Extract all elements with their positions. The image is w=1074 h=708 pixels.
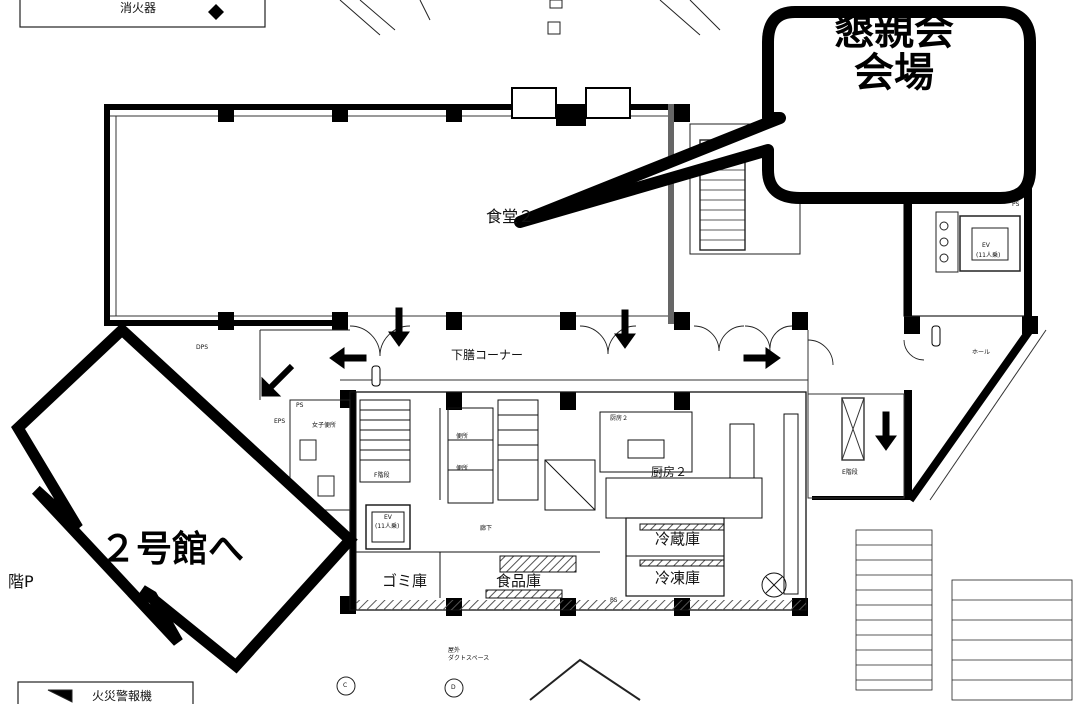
garbage-room-label: ゴミ庫 <box>382 572 428 590</box>
hall-label: ホール <box>972 349 991 356</box>
diamond-marker-icon <box>208 4 224 20</box>
corridor-lines <box>340 330 905 499</box>
toilet-a-label: 便所 <box>456 433 469 440</box>
down-arrow-icon <box>388 307 410 347</box>
elevator-label: EV <box>982 242 990 249</box>
ps-right-label: PS <box>1012 201 1020 208</box>
duct-label: 屋外 <box>448 647 461 654</box>
freezer-label: 冷凍庫 <box>655 569 701 587</box>
callout-line-2: 会場 <box>854 50 934 96</box>
corridor-label: 廊下 <box>480 525 493 532</box>
duct-space-label: ダクトスペース <box>448 655 490 662</box>
food-storage-label: 食品庫 <box>496 572 542 590</box>
dining-hall-walls <box>104 87 684 326</box>
kitchen-small-label: 厨房２ <box>610 415 629 422</box>
fridge-label: 冷蔵庫 <box>655 530 701 548</box>
fire-alarm-legend: 火災警報機 <box>92 689 153 703</box>
womens-toilet-label: 女子便所 <box>312 422 337 429</box>
to-building-2-label: ２号館へ <box>100 529 245 570</box>
grid-d-label: D <box>451 684 456 691</box>
bottom-right-stairs <box>855 529 1073 701</box>
right-arrow-icon <box>743 347 781 369</box>
partial-left-label: 階P <box>8 572 34 591</box>
columns <box>218 104 1038 616</box>
doors <box>349 325 925 366</box>
building2-arrow <box>11 322 358 674</box>
down-arrow-icon <box>614 309 636 349</box>
elevator-capacity: (11人乗) <box>976 252 1001 259</box>
elevator-left-capacity: (11人乗) <box>375 523 400 530</box>
stair-f-label: F階段 <box>374 472 390 479</box>
fire-extinguisher-icon <box>371 325 941 387</box>
stair-e-label: E階段 <box>842 469 858 476</box>
top-fragment <box>19 0 721 36</box>
grid-c-label: C <box>343 682 348 689</box>
ps-bottom-label: PS <box>610 597 618 604</box>
callout-bubble <box>514 6 1036 228</box>
top-fragment-label: 消火器 <box>120 1 157 15</box>
callout-title: 懇親会 会場 <box>770 10 1018 195</box>
dps-label: DPS <box>196 344 209 351</box>
direction-arrows <box>261 307 897 451</box>
toilet-b-label: 便所 <box>456 465 469 472</box>
left-arrow-icon <box>261 363 295 397</box>
elevator-left-label: EV <box>384 514 392 521</box>
dining-hall-label: 食堂２ <box>486 207 535 226</box>
kitchen-label: 厨房２ <box>651 465 688 479</box>
right-core <box>903 195 1031 317</box>
ps-left-label: PS <box>296 402 304 409</box>
down-arrow-icon <box>875 411 897 451</box>
kitchen-block <box>349 391 807 611</box>
eps-label: EPS <box>274 418 286 425</box>
left-arrow-icon <box>329 347 367 369</box>
bottom-fragments <box>17 658 641 708</box>
callout-line-1: 懇親会 <box>834 8 954 54</box>
corner-label: 下膳コーナー <box>451 348 524 362</box>
